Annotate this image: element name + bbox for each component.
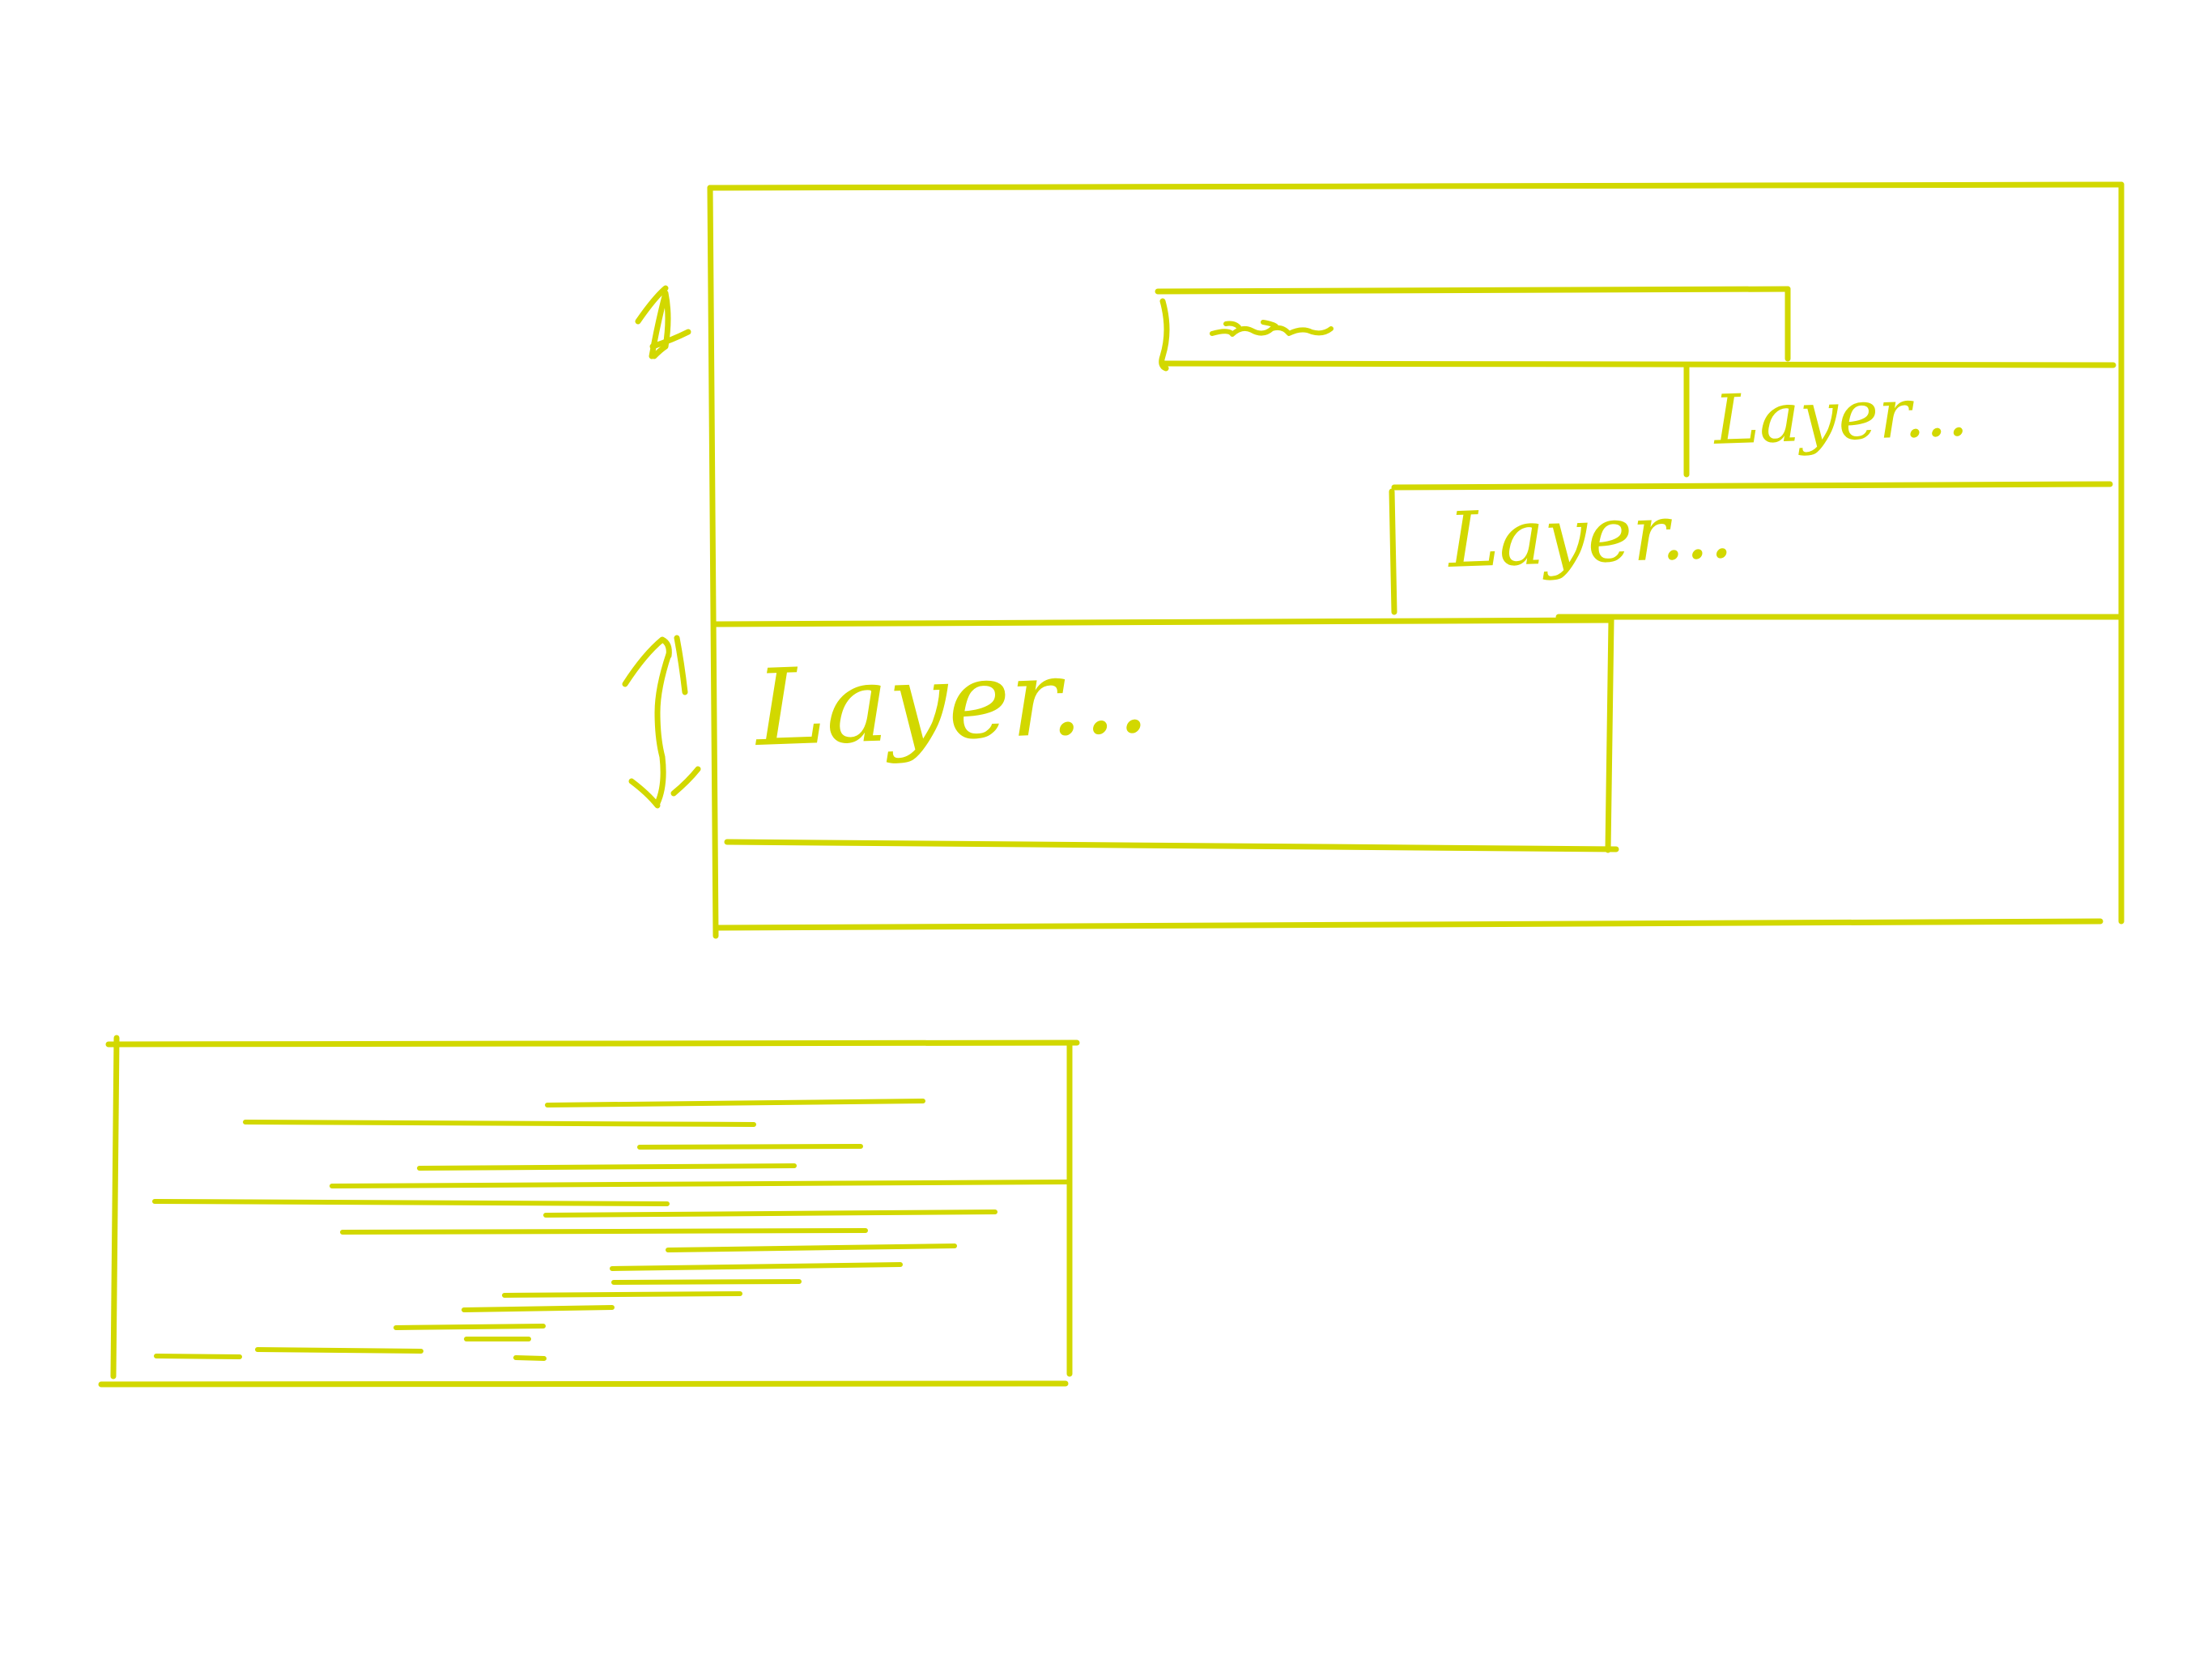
lower-layer-right-edge (1605, 617, 1614, 853)
main-frame (707, 181, 2125, 939)
text-line (255, 1347, 423, 1354)
lower-panel-top-edge (105, 1039, 1080, 1048)
text-line (545, 1099, 925, 1107)
main-frame-left-edge (707, 185, 719, 939)
right-layer-bottom-edge (1391, 481, 2113, 491)
top-strip-scribble (1210, 320, 1334, 337)
main-frame-bottom-edge (713, 918, 2104, 931)
layer-label-lower: Layer... (752, 633, 1151, 770)
text-line (610, 1262, 903, 1271)
text-line (543, 1209, 998, 1218)
text-line (393, 1324, 546, 1330)
lower-layer-bottom-edge (724, 839, 1619, 852)
layer-label-upper-right: Layer... (1711, 372, 1969, 460)
lower-panel-text-lines (152, 1099, 998, 1361)
up-arrow-icon (635, 285, 691, 359)
lower-panel-divider (330, 1180, 1070, 1188)
text-line (462, 1305, 615, 1312)
text-line (154, 1354, 242, 1359)
text-line (666, 1244, 957, 1252)
text-line (417, 1163, 797, 1171)
text-line (243, 1120, 756, 1127)
lower-panel (98, 1035, 1080, 1388)
lower-layer-top-edge (713, 617, 1614, 627)
main-frame-top-edge (707, 181, 2125, 191)
text-line (502, 1291, 742, 1298)
double-arrow-icon (622, 635, 701, 809)
text-line (340, 1228, 868, 1235)
middle-layer-left-edge (1389, 488, 1397, 615)
top-strip-left-bracket (1159, 298, 1170, 372)
top-strip-bottom-edge (1161, 360, 2116, 368)
lower-panel-left-edge (110, 1035, 120, 1380)
top-strip-top-edge (1155, 286, 1791, 295)
text-line (152, 1199, 670, 1206)
layer-label-middle: Layer... (1445, 487, 1734, 585)
text-line (637, 1144, 863, 1150)
